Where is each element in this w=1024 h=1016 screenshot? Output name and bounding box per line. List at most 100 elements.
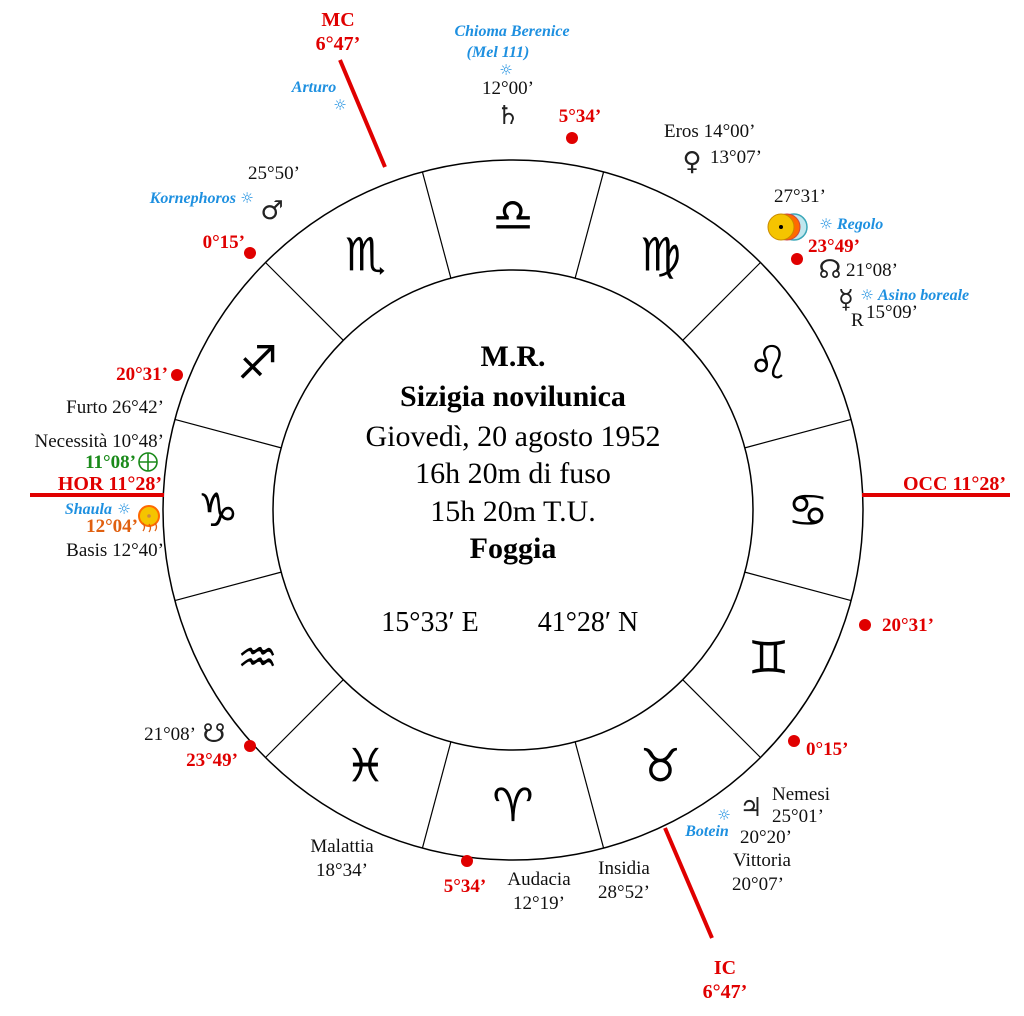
star-asino-boreale: Asino boreale (877, 287, 969, 304)
star-icon: ☼ (860, 286, 873, 304)
cusp-degree-top: 5°34’ (559, 106, 601, 127)
sign-divider (174, 571, 282, 602)
part-necessita: Necessità 10°48’ (35, 431, 164, 452)
sign-divider (265, 262, 344, 341)
outer-ring (162, 159, 864, 861)
sign-sagittarius-icon: ♐ (237, 336, 278, 390)
sign-capricorn-icon: ♑ (197, 483, 238, 537)
chart-ut-time: 15h 20m T.U. (430, 495, 596, 528)
venus-icon: ♀ (682, 147, 701, 177)
saturn-icon: ♄ (496, 101, 519, 131)
part-nemesi-degree: 25°01’ (772, 806, 824, 827)
chart-local-time: 16h 20m di fuso (415, 457, 611, 490)
south-node-degree: 21°08’ (144, 724, 196, 745)
sun-south-node-icon (138, 505, 160, 533)
sign-divider (682, 262, 761, 341)
chart-longitude: 15°33′ E (381, 607, 478, 638)
occ-label: OCC 11°28’ (903, 473, 1006, 495)
cusp-dot (244, 740, 256, 752)
sign-divider (744, 571, 852, 602)
jupiter-icon: ♃ (739, 793, 762, 823)
chart-date: Giovedì, 20 agosto 1952 (366, 420, 661, 453)
star-regolo: Regolo (836, 216, 883, 233)
sign-scorpio-icon: ♏ (345, 228, 386, 282)
sign-divider (744, 418, 852, 449)
cusp-dot (859, 619, 871, 631)
cusp-degree-bottom: 5°34’ (444, 876, 486, 897)
part-fortune-icon (138, 452, 158, 472)
cusp-degree-lower-left: 23°49’ (186, 750, 238, 771)
hor-label: HOR 11°28’ (58, 473, 162, 495)
sign-gemini-icon: ♊ (748, 631, 789, 685)
sign-divider (574, 741, 605, 849)
cusp-degree-upper-right: 23°49’ (808, 236, 860, 257)
part-furto: Furto 26°42’ (66, 397, 164, 418)
star-icon: ☼ (717, 806, 730, 824)
mc-axis-line (338, 59, 387, 168)
sign-virgo-icon: ♍ (640, 228, 681, 282)
star-icon: ☼ (499, 61, 512, 79)
ic-degree: 6°47’ (703, 981, 748, 1003)
star-icon: ☼ (333, 96, 346, 114)
cusp-markers (171, 132, 871, 867)
star-kornephoros: Kornephoros (149, 190, 236, 207)
mercury-degree: 15°09’ (866, 302, 918, 323)
jupiter-degree: 20°20’ (740, 827, 792, 848)
part-malattia-name: Malattia (310, 836, 374, 857)
star-icon: ☼ (240, 189, 253, 207)
venus-degree: 13°07’ (710, 147, 762, 168)
sun-south-degree: 12°04’ (86, 516, 138, 537)
part-insidia-name: Insidia (598, 858, 650, 879)
sign-cancer-icon: ♋ (787, 483, 828, 537)
north-node-icon: ☊ (818, 255, 841, 285)
part-insidia-degree: 28°52’ (598, 882, 650, 903)
part-vittoria-degree: 20°07’ (732, 874, 784, 895)
chart-subtitle: Sizigia novilunica (400, 380, 626, 413)
star-arturo: Arturo (291, 79, 336, 96)
cusp-degree-lower-right: 0°15’ (806, 739, 848, 760)
mc-label: MC (321, 9, 354, 31)
part-vittoria-name: Vittoria (733, 850, 792, 871)
ic-label: IC (714, 957, 736, 979)
chart-title: M.R. (481, 340, 546, 373)
chart-place: Foggia (470, 532, 557, 565)
sign-divider (421, 171, 452, 279)
mars-icon: ♂ (260, 196, 283, 226)
star-chioma-berenice: Chioma Berenice (454, 23, 569, 40)
sign-dividers (174, 171, 852, 849)
ic-axis-line (663, 827, 714, 939)
north-node-degree: 21°08’ (846, 260, 898, 281)
eros-label: Eros 14°00’ (664, 121, 756, 142)
sign-pisces-icon: ♓ (345, 738, 386, 792)
cusp-dot (791, 253, 803, 265)
part-audacia-degree: 12°19’ (513, 893, 565, 914)
star-icon: ☼ (819, 215, 832, 233)
sign-divider (574, 171, 605, 279)
sign-leo-icon: ♌ (748, 336, 789, 390)
sun-moon-degree: 27°31’ (774, 186, 826, 207)
cusp-degree-upper-left: 0°15’ (203, 232, 245, 253)
cusp-dot (788, 735, 800, 747)
mercury-retrograde-mark: R (851, 310, 864, 331)
cusp-dot (566, 132, 578, 144)
cusp-dot (461, 855, 473, 867)
sign-divider (174, 418, 282, 449)
sign-divider (421, 741, 452, 849)
mars-degree: 25°50’ (248, 163, 300, 184)
sign-divider (682, 679, 761, 758)
cusp-degree-right-lower: 20°31’ (882, 615, 934, 636)
star-icon: ☼ (117, 500, 130, 518)
mc-degree: 6°47’ (316, 33, 361, 55)
sign-taurus-icon: ♉ (640, 738, 681, 792)
star-shaula: Shaula (65, 501, 112, 518)
cusp-dot (244, 247, 256, 259)
part-malattia-degree: 18°34’ (316, 860, 368, 881)
part-audacia-name: Audacia (507, 869, 571, 890)
zodiac-signs: ♎♍♌♋♊♉♈♓♒♑♐♏ (197, 188, 828, 832)
saturn-degree: 12°00’ (482, 78, 534, 99)
star-botein: Botein (684, 823, 729, 840)
part-basis: Basis 12°40’ (66, 540, 164, 561)
sun-moon-icon (767, 213, 808, 241)
chart-latitude: 41°28′ N (538, 607, 639, 638)
